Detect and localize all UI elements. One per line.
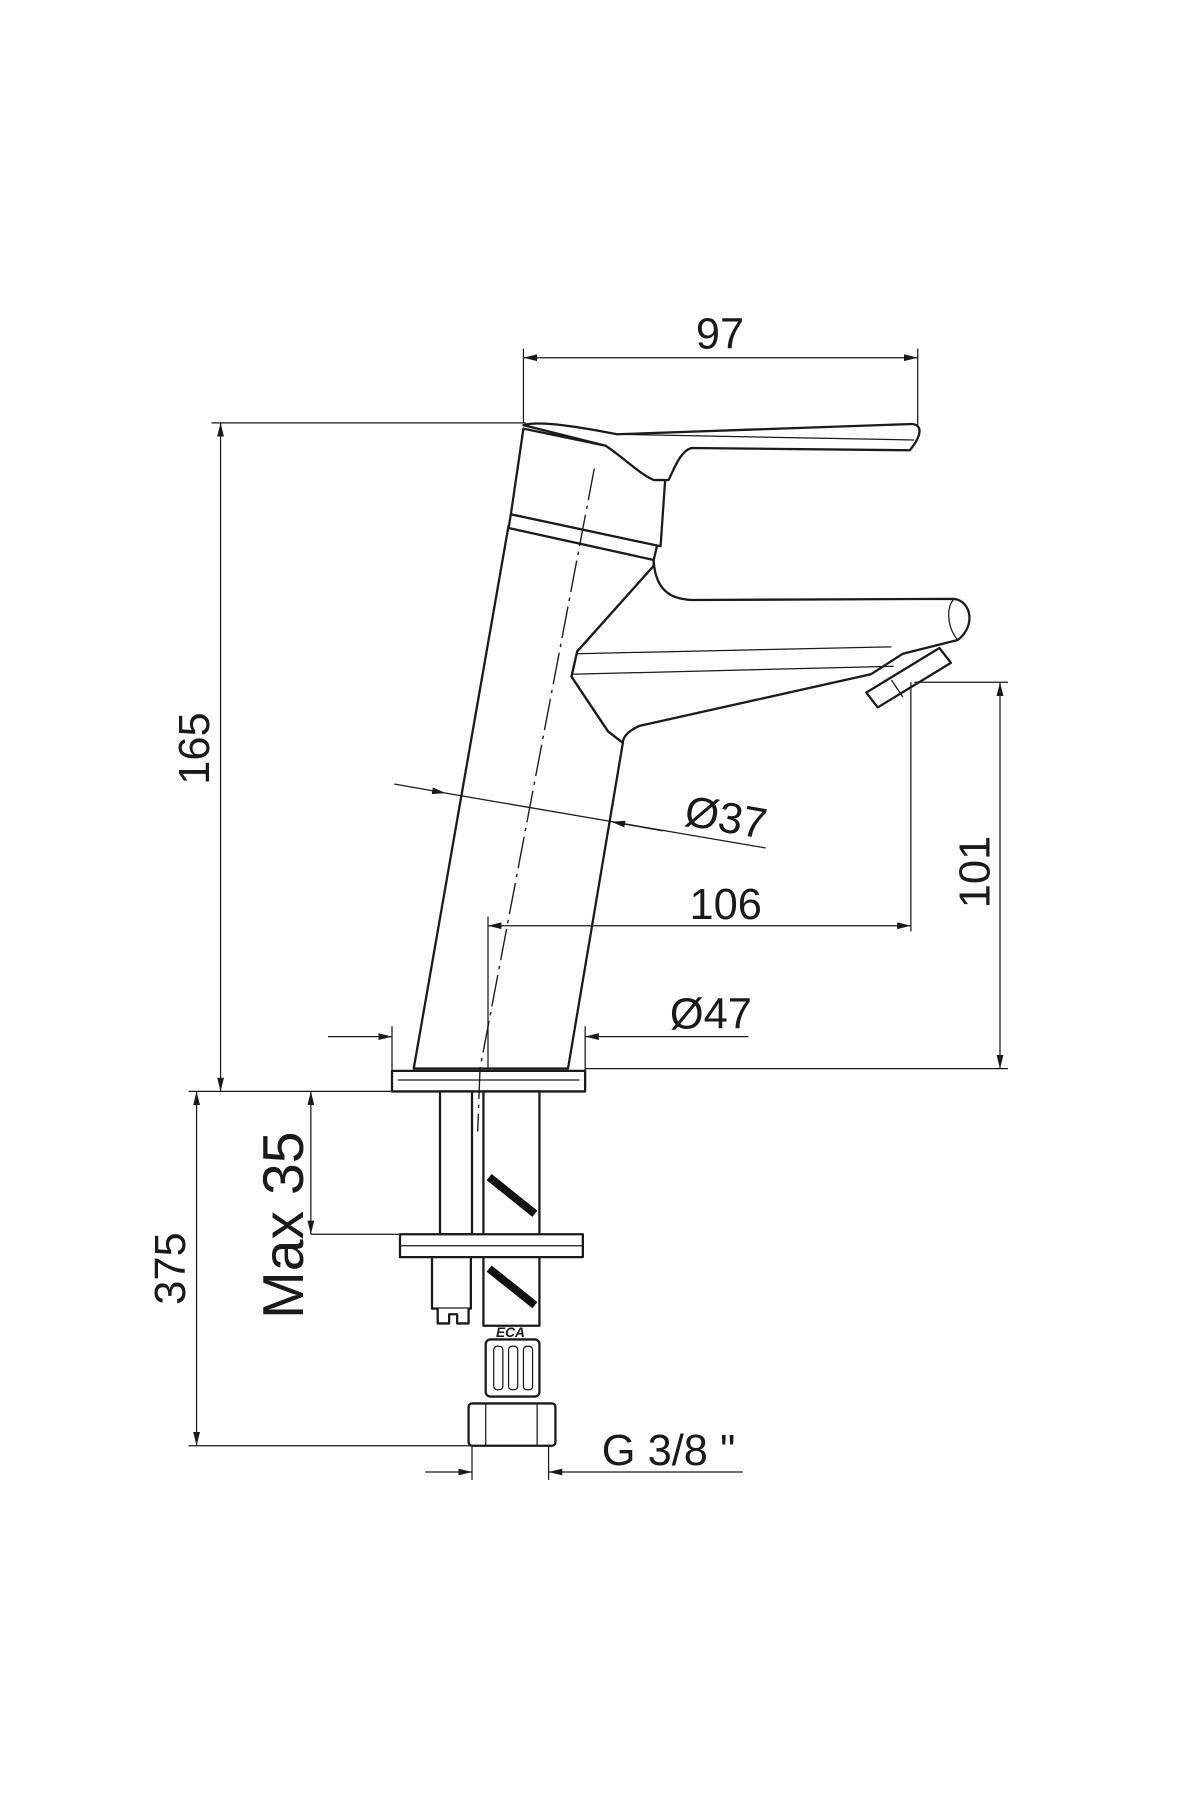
dim-label-101: 101 <box>952 836 1000 908</box>
center-axis <box>477 468 595 1132</box>
dim-label-max-35: Max 35 <box>252 1131 316 1318</box>
dimension-101: 101 <box>585 681 1008 1070</box>
dim-label-106: 106 <box>690 881 762 929</box>
dim-label-g-3-8: G 3/8 " <box>602 1427 736 1475</box>
body-column <box>412 524 655 1070</box>
threaded-rod <box>438 1090 474 1236</box>
dimension-375: 375 <box>147 1091 471 1447</box>
under-deck-assembly: ECA <box>398 1090 584 1447</box>
faucet-body <box>390 422 971 1132</box>
hose-ferrule <box>484 1338 541 1398</box>
nozzle-aerator <box>865 646 952 709</box>
dim-label-diameter-37: Ø37 <box>681 787 770 849</box>
dimension-diameter-47: Ø47 <box>328 991 752 1071</box>
dimension-97: 97 <box>522 311 919 426</box>
lever-handle <box>522 422 921 482</box>
dim-label-375: 375 <box>147 1232 195 1304</box>
dimension-max-35: Max 35 <box>252 1091 403 1319</box>
connection-nut <box>467 1402 557 1447</box>
dimension-g-3-8: G 3/8 " <box>425 1427 743 1480</box>
dim-label-97: 97 <box>696 311 744 359</box>
hose-marking: ECA <box>496 1325 525 1340</box>
dimension-165: 165 <box>171 422 526 1093</box>
fixing-nut <box>430 1256 472 1310</box>
base-plate <box>390 1069 587 1093</box>
spout <box>570 561 971 744</box>
dim-label-diameter-47: Ø47 <box>670 991 752 1039</box>
dimension-106: 106 <box>487 682 912 1069</box>
dim-label-165: 165 <box>171 712 219 784</box>
